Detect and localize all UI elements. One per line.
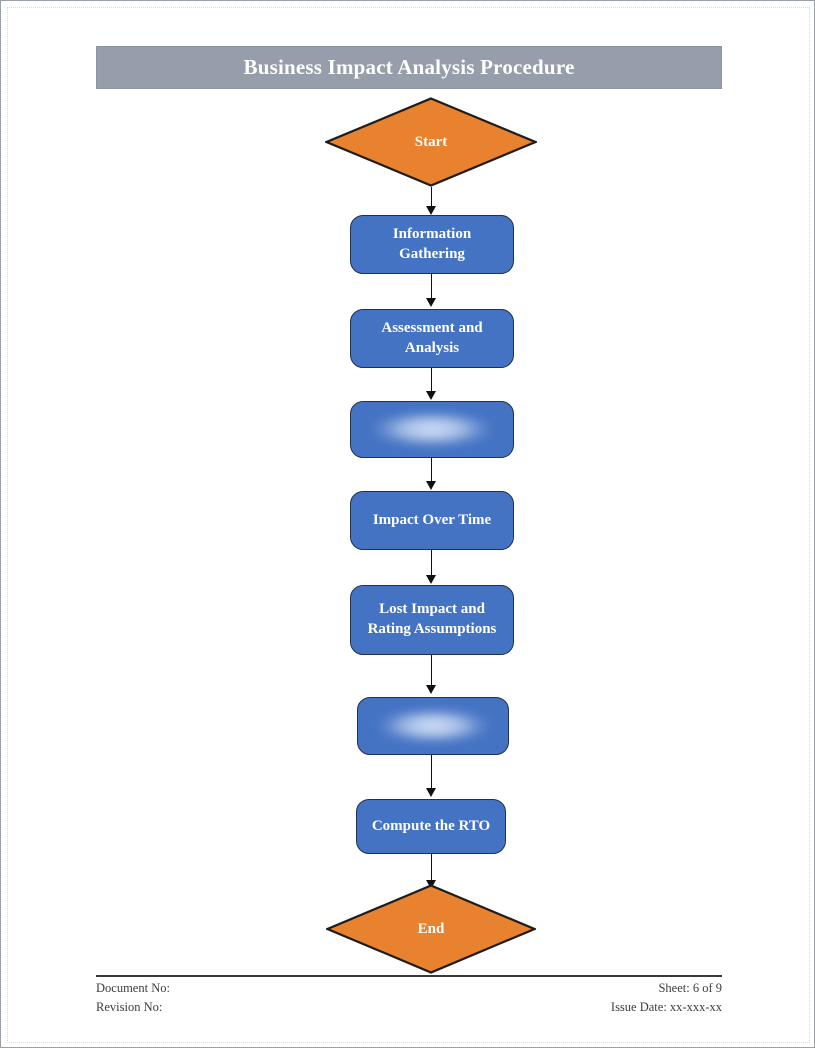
arrowhead-icon (426, 788, 436, 797)
flow-node-impact-over-time[interactable]: Impact Over Time (350, 491, 514, 550)
connector-info-assessment (431, 274, 433, 301)
flow-node-label: Information Gathering (392, 225, 472, 262)
flow-node-redacted-1[interactable] (350, 401, 514, 458)
footer-right-column: Sheet: 6 of 9 Issue Date: xx-xxx-xx (611, 980, 722, 1016)
connector-impact-lost (431, 550, 433, 580)
arrowhead-icon (426, 298, 436, 307)
flow-node-label: Lost Impact and Rating Assumptions (367, 601, 497, 637)
footer-left-column: Document No: Revision No: (96, 980, 170, 1016)
connector-assessment-redacted1 (431, 368, 433, 396)
page-title: Business Impact Analysis Procedure (243, 55, 575, 79)
flow-node-label: End (417, 920, 445, 937)
footer-document-no: Document No: (96, 981, 170, 995)
arrowhead-icon (426, 391, 436, 400)
blurred-text-overlay-core (378, 416, 486, 441)
footer-sheet-number: Sheet: 6 of 9 (658, 981, 722, 995)
diamond-icon (326, 884, 536, 974)
blurred-text-overlay (377, 707, 489, 745)
diamond-icon (325, 97, 537, 187)
flow-node-assessment-and-analysis[interactable]: Assessment and Analysis (350, 309, 514, 368)
flow-node-redacted-2[interactable] (357, 697, 509, 755)
flow-node-label: Start (414, 133, 448, 150)
arrowhead-icon (426, 575, 436, 584)
connector-start-info (431, 187, 433, 209)
footer-divider (96, 975, 722, 977)
flow-node-start[interactable]: Start (325, 97, 537, 187)
connector-compute-end (431, 854, 433, 885)
connector-redacted2-compute (431, 755, 433, 791)
footer-revision-no: Revision No: (96, 1000, 163, 1014)
arrowhead-icon (426, 685, 436, 694)
flow-node-information-gathering[interactable]: Information Gathering (350, 215, 514, 274)
connector-redacted1-impact (431, 458, 433, 486)
blurred-text-overlay (372, 411, 492, 448)
flow-node-compute-the-rto[interactable]: Compute the RTO (356, 799, 506, 854)
flow-node-label: Compute the RTO (371, 817, 491, 834)
flow-node-label: Assessment and Analysis (381, 319, 483, 356)
page-title-bar: Business Impact Analysis Procedure (96, 46, 722, 89)
flow-node-end[interactable]: End (326, 884, 536, 974)
flow-node-label: Impact Over Time (372, 511, 492, 528)
blurred-text-overlay-core (383, 712, 483, 738)
arrowhead-icon (426, 481, 436, 490)
connector-lost-redacted2 (431, 655, 433, 689)
arrowhead-icon (426, 206, 436, 215)
footer-issue-date: Issue Date: xx-xxx-xx (610, 1000, 722, 1014)
flow-node-lost-impact-and-rating-assumptions[interactable]: Lost Impact and Rating Assumptions (350, 585, 514, 655)
